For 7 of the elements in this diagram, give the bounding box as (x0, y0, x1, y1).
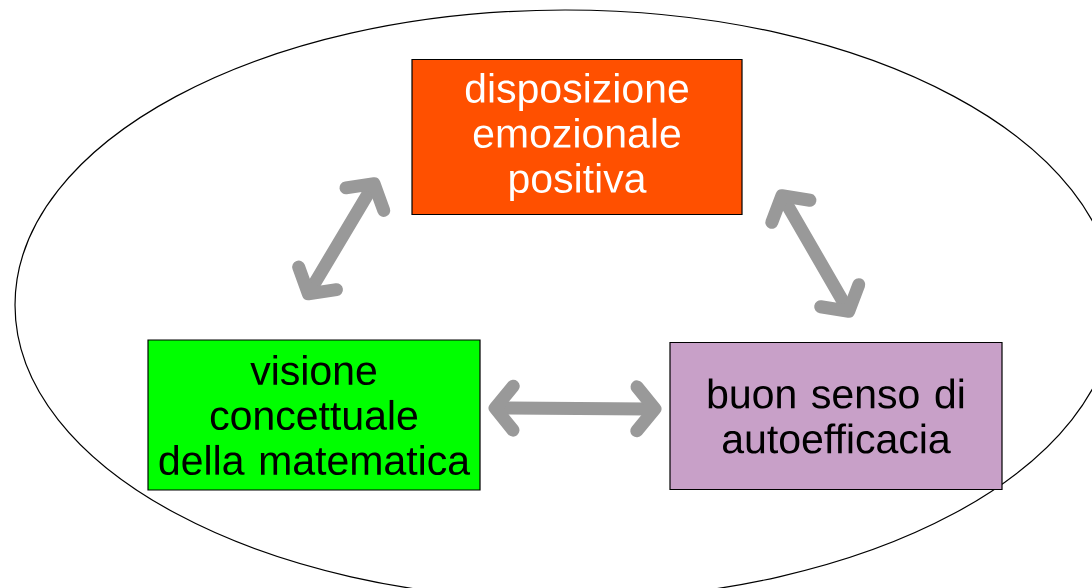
concept-box: buon senso di autoefficacia (669, 341, 1003, 491)
concept-box: disposizione emozionale positiva (411, 58, 743, 216)
ellipse-outline (14, 9, 1092, 588)
double-arrow (765, 189, 866, 318)
concept-box: visione concettuale della matematica (147, 339, 481, 491)
double-arrow (292, 177, 391, 301)
double-arrow (488, 379, 662, 438)
